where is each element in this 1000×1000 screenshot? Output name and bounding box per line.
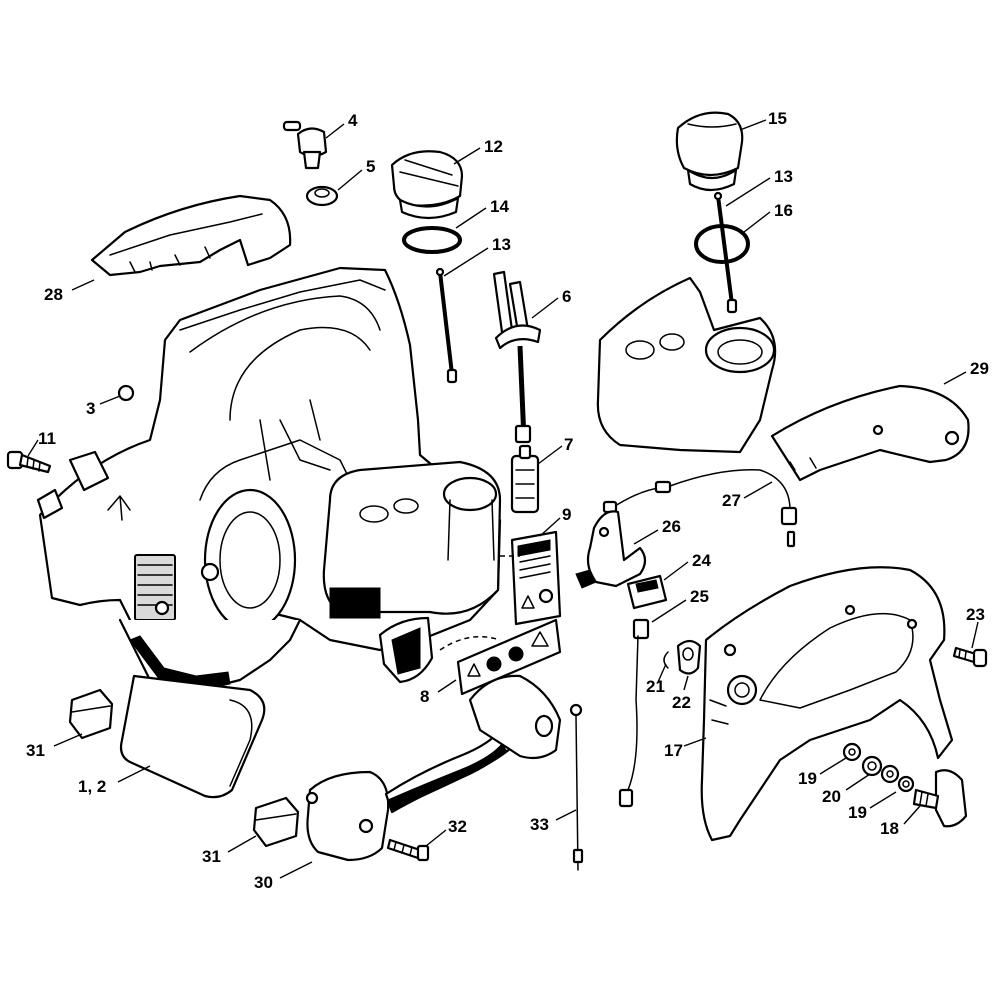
callout-13-left: 13 <box>492 235 511 254</box>
callout-32: 32 <box>448 817 467 836</box>
part-33-ground-cable <box>569 703 584 871</box>
part-16-o-ring <box>694 224 750 264</box>
part-3-plug <box>117 384 135 402</box>
part-15-tank-cap <box>675 111 744 192</box>
callout-7: 7 <box>564 435 573 454</box>
part-27-throttle-cable <box>602 469 798 548</box>
part-1-2-blower-tube <box>119 674 266 799</box>
part-8-warning-label <box>439 555 562 696</box>
callout-29: 29 <box>970 359 989 378</box>
part-21-clip <box>663 651 669 669</box>
callout-9: 9 <box>562 505 571 524</box>
callout-31-lower: 31 <box>202 847 221 866</box>
callout-15: 15 <box>768 109 787 128</box>
callout-8: 8 <box>420 687 429 706</box>
fuel-tank <box>596 276 777 454</box>
part-31-clip-lower <box>252 796 300 848</box>
callout-17: 17 <box>664 741 683 760</box>
part-22-collar <box>676 639 702 675</box>
part-14-o-ring <box>402 226 462 254</box>
callout-25: 25 <box>690 587 709 606</box>
callout-26: 26 <box>662 517 681 536</box>
blower-housing <box>36 266 502 702</box>
callout-labels: 4 5 12 14 13 15 13 16 6 28 3 29 11 7 9 2… <box>26 109 989 892</box>
part-13-pin-right <box>713 191 738 314</box>
callout-11: 11 <box>38 429 56 448</box>
callout-23: 23 <box>966 605 985 624</box>
callout-20: 20 <box>822 787 841 806</box>
part-7-fuel-filter <box>510 444 540 514</box>
leader-lines <box>27 119 979 879</box>
callout-21: 21 <box>646 677 665 696</box>
part-5-grommet <box>305 185 339 207</box>
callout-30: 30 <box>254 873 273 892</box>
callout-24: 24 <box>692 551 711 570</box>
part-26-throttle-lever <box>575 510 647 589</box>
part-28-handle-cover <box>90 194 292 277</box>
part-23-screw <box>952 646 988 668</box>
callout-12: 12 <box>484 137 503 156</box>
callout-13-right: 13 <box>774 167 793 186</box>
part-17-main-handle <box>700 566 954 842</box>
part-31-clip-upper <box>68 688 114 740</box>
callout-33: 33 <box>530 815 549 834</box>
part-4-fitting <box>282 120 328 170</box>
callout-16: 16 <box>774 201 793 220</box>
part-30-lower-handle <box>305 674 562 862</box>
callout-18: 18 <box>880 819 899 838</box>
callout-31-upper: 31 <box>26 741 45 760</box>
callout-14: 14 <box>490 197 509 216</box>
part-29-rear-cover <box>770 384 970 482</box>
part-6-fuel-pickup <box>492 270 542 444</box>
callout-1-2: 1, 2 <box>78 777 106 796</box>
part-24-switch <box>626 574 668 610</box>
part-25-wire <box>618 618 650 808</box>
callout-4: 4 <box>348 111 358 130</box>
part-9-label <box>510 530 562 626</box>
callout-28: 28 <box>44 285 63 304</box>
callout-6: 6 <box>562 287 571 306</box>
callout-5: 5 <box>366 157 375 176</box>
part-12-cap <box>390 150 464 220</box>
parts-19-20-washers <box>842 742 915 793</box>
part-32-screw <box>386 838 430 862</box>
callout-22: 22 <box>672 693 691 712</box>
callout-27: 27 <box>722 491 741 510</box>
part-11-screw <box>6 450 52 474</box>
part-18-knob <box>912 769 968 828</box>
callout-19-lower: 19 <box>848 803 867 822</box>
part-13-pin-left <box>435 267 458 384</box>
callout-3: 3 <box>86 399 95 418</box>
callout-19-upper: 19 <box>798 769 817 788</box>
